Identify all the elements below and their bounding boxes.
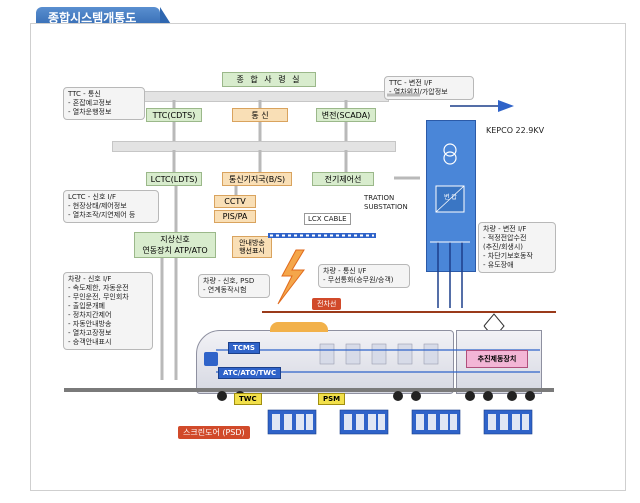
note-line: - 연계동작시험 — [203, 286, 247, 294]
signal-sub: 연동장치 ATP/ATO — [142, 246, 208, 255]
transformer-label: 변 압 — [444, 194, 457, 201]
note-line: - 자동안내방송 — [68, 320, 112, 328]
screen-door-label: 스크린도어 (PSD) — [178, 426, 250, 439]
note-line: - 속도제한, 자동운전 — [68, 284, 129, 292]
kepco-label: KEPCO 22.9KV — [486, 126, 545, 135]
note-ttc-comm: TTC - 통신 - 혼잡예고정보 - 열차운행정보 — [63, 87, 145, 120]
note-line: TTC - 통신 — [68, 90, 101, 98]
lcx-cable-line — [268, 233, 376, 238]
tcms-label: TCMS — [228, 342, 260, 354]
atc-label: ATC/ATO/TWC — [218, 367, 282, 379]
ttc-cdts-box: TTC(CDTS) — [146, 108, 202, 122]
signal-title: 지상신호 — [160, 235, 190, 244]
pis-pa-box: PIS/PA — [214, 210, 256, 223]
comm-band-mid — [112, 141, 396, 152]
note-line: - 혼잡예고정보 — [68, 99, 112, 107]
guide-box: 안내방송 행선표시 — [232, 236, 272, 258]
note-line: LCTC - 신호 I/F — [68, 193, 117, 201]
cctv-box: CCTV — [214, 195, 256, 208]
note-train-comm: 차량 - 통신 I/F - 무선통화(승무원/승객) — [318, 264, 410, 288]
catenary-label: 전차선 — [312, 298, 342, 310]
note-line: - 정차지간제어 — [68, 311, 112, 319]
bs-box: 통신기지국(B/S) — [222, 172, 292, 186]
note-line: TTC - 변전 I/F — [389, 79, 433, 87]
note-line: - 무선통화(승무원/승객) — [323, 276, 394, 284]
note-line: - 무인운전, 무인회차 — [68, 293, 129, 301]
note-line: (추진/회생시) — [483, 243, 524, 251]
note-line: 차량 - 신호 I/F — [68, 275, 112, 283]
screen-doors — [267, 409, 533, 435]
note-line: - 열차고장정보 — [68, 329, 112, 337]
propulsion-box: 추진제동장치 — [466, 350, 528, 368]
note-lctc-sig: LCTC - 신호 I/F - 현장상태/제어정보 - 열차조작/지연제어 등 — [63, 190, 159, 223]
train-roof-unit — [270, 322, 328, 332]
note-line: - 열차조작/지연제어 등 — [68, 211, 136, 219]
comm-box: 통 신 — [232, 108, 288, 122]
lctc-box: LCTC(LDTS) — [146, 172, 202, 186]
twc-label: TWC — [234, 393, 262, 405]
note-line: - 적정전압수전 — [483, 234, 527, 242]
note-line: 차량 - 통신 I/F — [323, 267, 367, 275]
note-line: - 열차운행정보 — [68, 108, 112, 116]
power-control-box: 전기제어선 — [312, 172, 374, 186]
substation-lines — [430, 100, 514, 308]
note-line: - 승객안내표시 — [68, 338, 112, 346]
scada-box: 변전(SCADA) — [316, 108, 376, 122]
note-train-sub: 차량 - 변전 I/F - 적정전압수전 (추진/회생시) - 차단기보호동작 … — [478, 222, 556, 273]
psm-label: PSM — [318, 393, 346, 405]
signal-box: 지상신호 연동장치 ATP/ATO — [134, 232, 216, 258]
note-train-psd: 차량 - 신호, PSD - 연계동작시험 — [198, 274, 270, 298]
note-line: 차량 - 신호, PSD — [203, 277, 255, 285]
note-line: - 차단기보호동작 — [483, 252, 533, 260]
traction-label: TRATION SUBSTATION — [364, 194, 408, 211]
note-line: - 열차위치/가압정보 — [389, 88, 448, 96]
command-center-box: 종 합 사 령 실 — [222, 72, 316, 87]
note-line: - 유도장애 — [483, 261, 514, 269]
lcx-label: LCX CABLE — [304, 213, 351, 225]
note-line: - 출입문개폐 — [68, 302, 105, 310]
note-line: 차량 - 변전 I/F — [483, 225, 527, 233]
note-line: - 현장상태/제어정보 — [68, 202, 127, 210]
guide-text: 안내방송 행선표시 — [239, 239, 265, 255]
note-train-sig: 차량 - 신호 I/F - 속도제한, 자동운전 - 무인운전, 무인회차 - … — [63, 272, 153, 350]
